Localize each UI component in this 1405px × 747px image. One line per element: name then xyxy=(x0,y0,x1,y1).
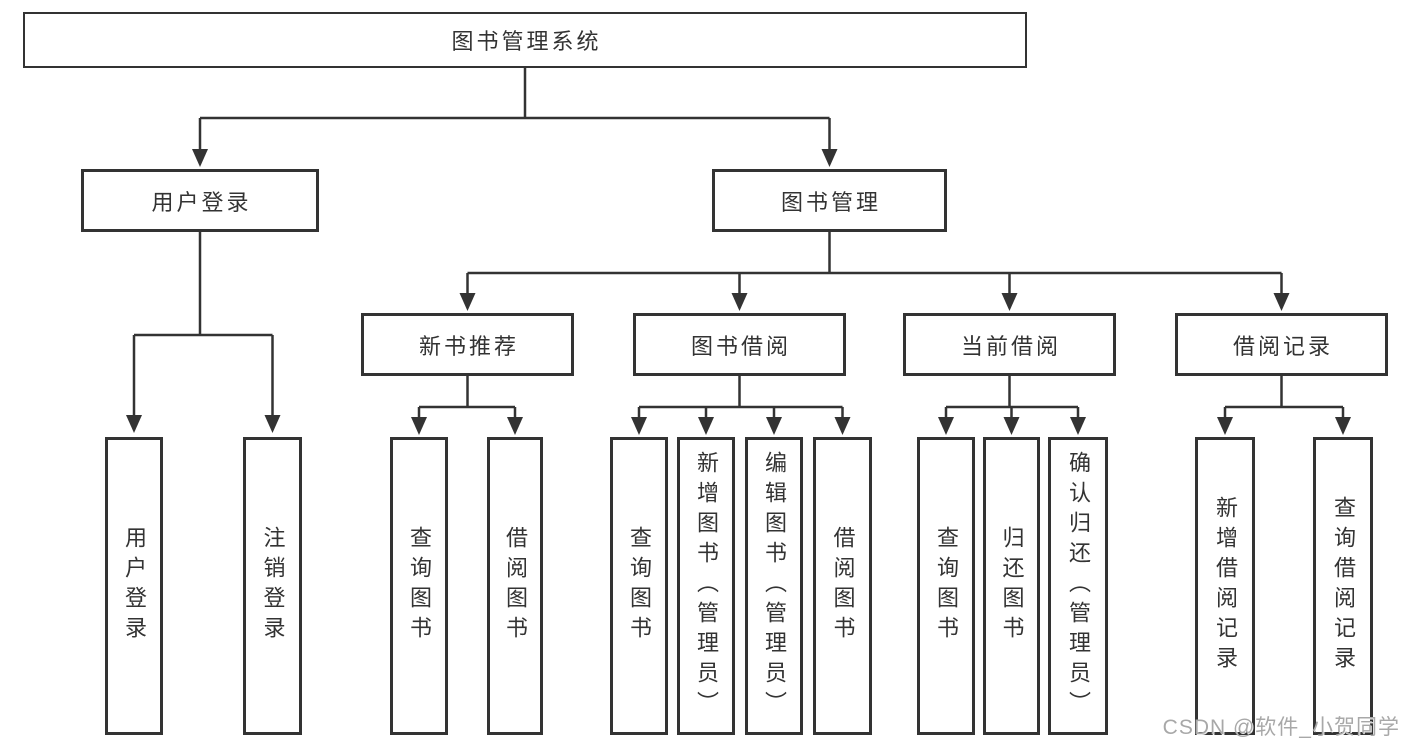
node-label: 用户登录 xyxy=(122,526,147,646)
node-new-book-recommend: 新书推荐 xyxy=(361,313,574,376)
leaf-user-login: 用户登录 xyxy=(105,437,163,735)
node-label: 图书借阅 xyxy=(690,333,791,359)
connector-root-to-level2 xyxy=(192,68,838,167)
arrow-down-icon xyxy=(1001,293,1018,311)
node-label: 查询图书 xyxy=(627,526,652,646)
connector-user-login-to-leaves xyxy=(126,232,281,433)
leaf-borrow-books-borrowing: 借阅图书 xyxy=(813,437,872,735)
node-label: 注销登录 xyxy=(260,526,286,646)
connector-new-book-recommend-to-leaves xyxy=(411,376,523,435)
node-label: 查询借阅记录 xyxy=(1331,496,1356,676)
arrow-down-icon xyxy=(631,417,647,435)
arrow-down-icon xyxy=(411,417,427,435)
node-label: 用户登录 xyxy=(151,189,252,215)
node-label: 归还图书 xyxy=(999,526,1025,646)
leaf-query-books-current: 查询图书 xyxy=(917,437,975,735)
arrow-down-icon xyxy=(1217,417,1233,435)
arrow-down-icon xyxy=(766,417,782,435)
leaf-edit-book-admin: 编辑图书（管理员） xyxy=(745,437,803,735)
watermark: CSDN @软件_小贺同学 xyxy=(1162,716,1400,739)
leaf-add-borrow-record: 新增借阅记录 xyxy=(1195,437,1255,735)
connector-book-borrowing-to-leaves xyxy=(631,376,851,435)
leaf-query-borrow-record: 查询借阅记录 xyxy=(1313,437,1373,735)
node-label: 查询图书 xyxy=(407,526,432,646)
node-label: 确认归还（管理员） xyxy=(1066,451,1091,721)
node-label: 图书管理系统 xyxy=(451,29,602,54)
arrow-down-icon xyxy=(1070,417,1086,435)
node-label: 当前借阅 xyxy=(960,333,1061,359)
arrow-down-icon xyxy=(1273,293,1290,311)
arrow-down-icon xyxy=(1335,417,1351,435)
leaf-query-books-recommend: 查询图书 xyxy=(390,437,448,735)
node-label: 新增借阅记录 xyxy=(1213,496,1238,676)
leaf-logout: 注销登录 xyxy=(243,437,302,735)
node-label: 借阅记录 xyxy=(1232,333,1333,359)
arrow-down-icon xyxy=(698,417,714,435)
arrow-down-icon xyxy=(459,293,476,311)
node-label: 借阅图书 xyxy=(503,526,528,646)
arrow-down-icon xyxy=(821,149,838,167)
arrow-down-icon xyxy=(834,417,851,435)
connector-borrowing-records-to-leaves xyxy=(1217,376,1351,435)
arrow-down-icon xyxy=(507,417,523,435)
arrow-down-icon xyxy=(731,293,748,311)
node-user-login: 用户登录 xyxy=(81,169,319,232)
node-label: 图书管理 xyxy=(780,189,881,215)
arrow-down-icon xyxy=(938,417,954,435)
connector-current-borrowing-to-leaves xyxy=(938,376,1086,435)
arrow-down-icon xyxy=(264,415,281,433)
arrow-down-icon xyxy=(1003,417,1020,435)
leaf-borrow-books-recommend: 借阅图书 xyxy=(487,437,543,735)
leaf-add-book-admin: 新增图书（管理员） xyxy=(677,437,735,735)
leaf-return-books: 归还图书 xyxy=(983,437,1040,735)
node-label: 新书推荐 xyxy=(418,333,519,359)
leaf-query-books-borrowing: 查询图书 xyxy=(610,437,668,735)
node-label: 查询图书 xyxy=(934,526,959,646)
node-book-management: 图书管理 xyxy=(712,169,947,232)
node-borrowing-records: 借阅记录 xyxy=(1175,313,1388,376)
node-library-management-system: 图书管理系统 xyxy=(23,12,1027,68)
connector-book-management-to-level3 xyxy=(459,232,1290,311)
node-label: 新增图书（管理员） xyxy=(694,451,719,721)
node-current-borrowing: 当前借阅 xyxy=(903,313,1116,376)
node-label: 借阅图书 xyxy=(830,526,856,646)
arrow-down-icon xyxy=(126,415,142,433)
node-book-borrowing: 图书借阅 xyxy=(633,313,846,376)
leaf-confirm-return-admin: 确认归还（管理员） xyxy=(1048,437,1108,735)
node-label: 编辑图书（管理员） xyxy=(762,451,787,721)
arrow-down-icon xyxy=(192,149,208,167)
